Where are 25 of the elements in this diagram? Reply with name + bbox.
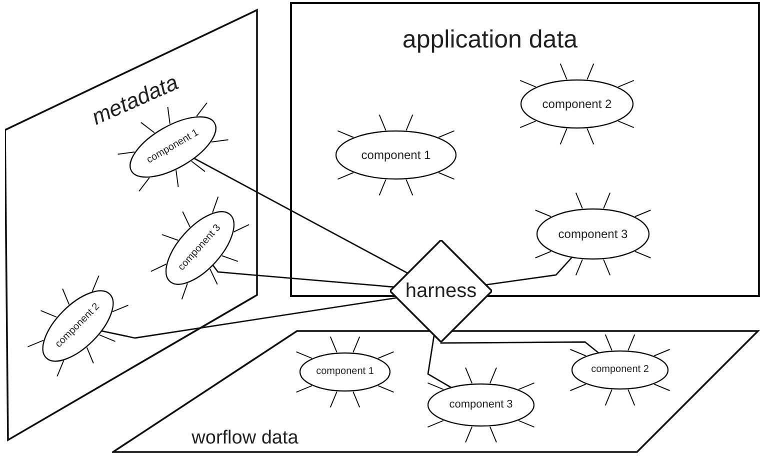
data-plane [5, 8, 259, 442]
harness-label: harness [405, 281, 477, 301]
connector-line [212, 264, 394, 288]
plane-title: worflow data [192, 428, 298, 448]
decision-diamond [390, 240, 492, 342]
component-label: component 2 [591, 365, 649, 375]
component-ellipse [299, 352, 391, 392]
connector-line [101, 297, 397, 339]
component-ellipse [571, 350, 669, 390]
connector-line [194, 158, 408, 274]
component-ellipse [536, 208, 650, 260]
component-ellipse [427, 383, 535, 427]
connector-line [427, 335, 452, 388]
component-label: component 3 [558, 228, 628, 240]
component-label: component 1 [316, 367, 374, 377]
component-ellipse [520, 79, 634, 129]
data-panel [290, 2, 760, 297]
component-ellipse [335, 130, 457, 180]
data-plane [112, 329, 760, 454]
component-label: component 3 [449, 400, 513, 410]
connector-line [440, 341, 600, 354]
component-label: component 1 [361, 149, 431, 161]
connector-line [486, 256, 573, 286]
component-label: component 2 [542, 98, 612, 110]
plane-title: application data [402, 28, 578, 52]
